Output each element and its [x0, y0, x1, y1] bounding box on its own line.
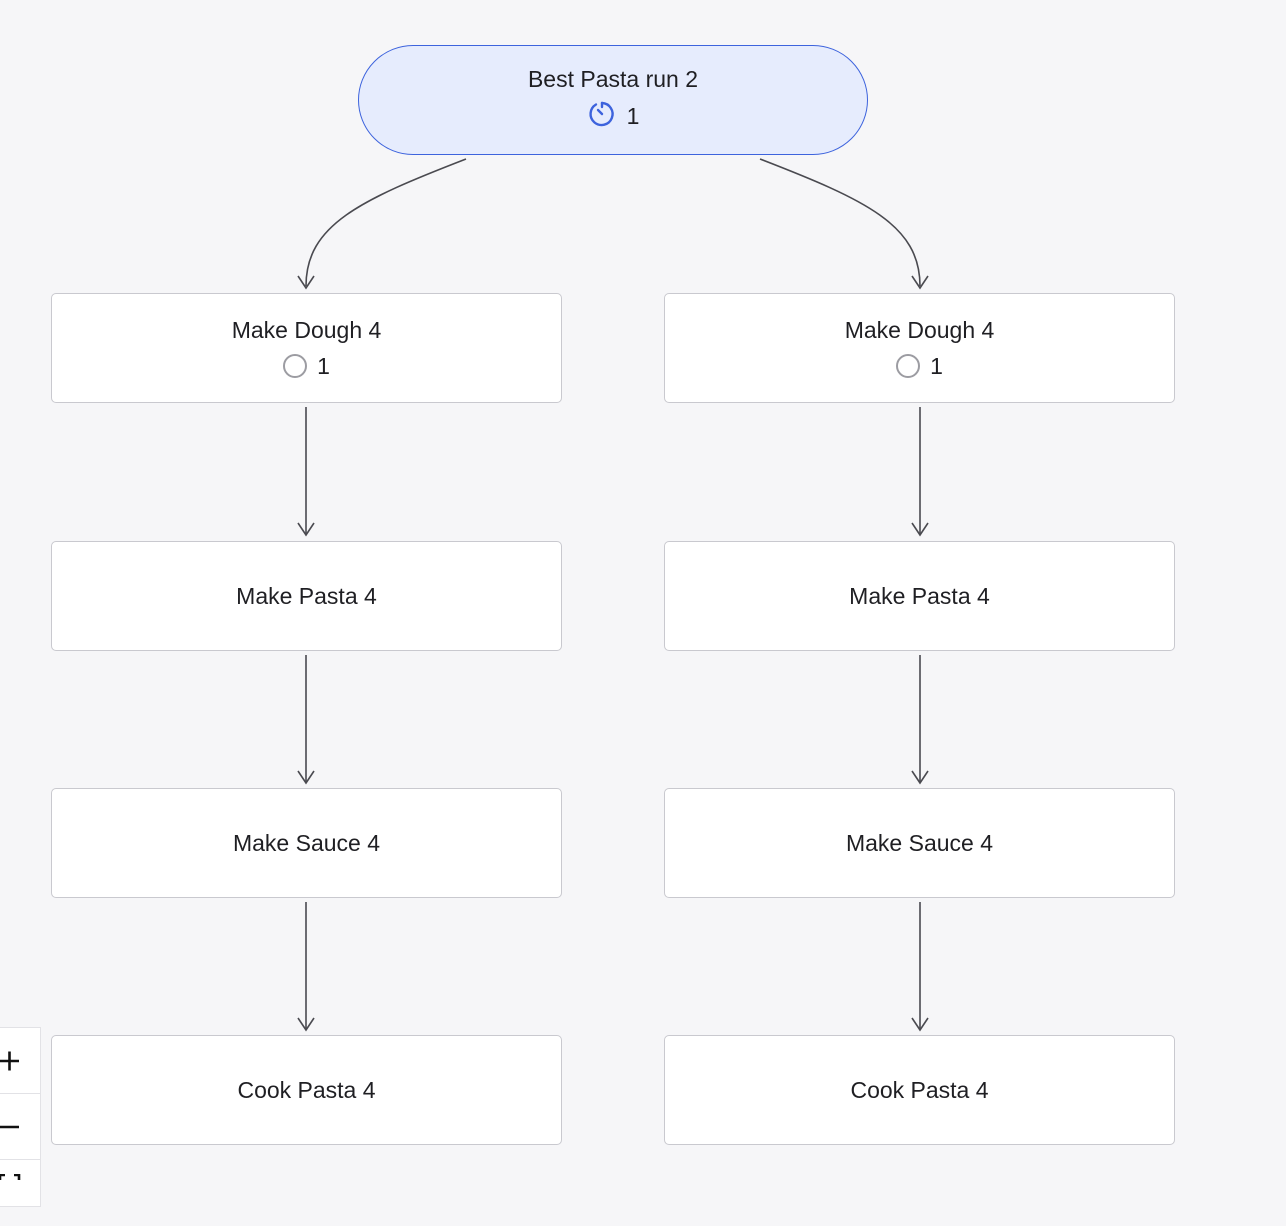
arrowhead	[911, 275, 929, 290]
arrowhead	[297, 770, 315, 785]
step-label: Make Pasta 4	[849, 583, 990, 609]
root-run-node[interactable]: Best Pasta run 2 1	[358, 45, 868, 155]
step-node-make-dough[interactable]: Make Dough 4 1	[664, 293, 1175, 403]
step-label: Cook Pasta 4	[237, 1077, 376, 1103]
step-label: Make Dough 4	[231, 317, 382, 343]
step-label: Make Sauce 4	[845, 830, 994, 856]
step-node-make-dough[interactable]: Make Dough 4 1	[51, 293, 562, 403]
step-node-cook-pasta[interactable]: Cook Pasta 4	[664, 1035, 1175, 1145]
step-status: 1	[283, 352, 330, 380]
fit-view-icon	[0, 1174, 24, 1198]
step-label: Make Sauce 4	[232, 830, 381, 856]
arrowhead	[911, 1017, 929, 1032]
step-node-cook-pasta[interactable]: Cook Pasta 4	[51, 1035, 562, 1145]
arrowhead	[911, 770, 929, 785]
zoom-controls	[0, 1027, 41, 1207]
step-count: 1	[930, 353, 943, 379]
minus-icon	[0, 1115, 24, 1139]
plus-icon	[0, 1049, 24, 1073]
step-label: Make Dough 4	[844, 317, 995, 343]
step-node-make-pasta[interactable]: Make Pasta 4	[51, 541, 562, 651]
edge-root-to-right-dough	[759, 158, 921, 287]
step-node-make-pasta[interactable]: Make Pasta 4	[664, 541, 1175, 651]
arrowhead	[297, 522, 315, 537]
timer-icon	[587, 99, 617, 135]
step-label: Cook Pasta 4	[850, 1077, 989, 1103]
edge-root-to-left-dough	[305, 158, 467, 287]
arrowhead	[297, 275, 315, 290]
fit-view-button[interactable]	[0, 1160, 41, 1226]
step-label: Make Pasta 4	[236, 583, 377, 609]
step-node-make-sauce[interactable]: Make Sauce 4	[51, 788, 562, 898]
arrowhead	[911, 522, 929, 537]
pending-circle-icon	[283, 354, 308, 378]
step-status: 1	[896, 352, 943, 380]
step-node-make-sauce[interactable]: Make Sauce 4	[664, 788, 1175, 898]
arrowhead	[297, 1017, 315, 1032]
pending-circle-icon	[896, 354, 921, 378]
root-run-count: 1	[626, 103, 640, 129]
root-run-title: Best Pasta run 2	[527, 65, 699, 92]
root-run-status: 1	[587, 99, 640, 135]
zoom-in-button[interactable]	[0, 1028, 41, 1094]
zoom-out-button[interactable]	[0, 1094, 41, 1160]
step-count: 1	[317, 353, 330, 379]
